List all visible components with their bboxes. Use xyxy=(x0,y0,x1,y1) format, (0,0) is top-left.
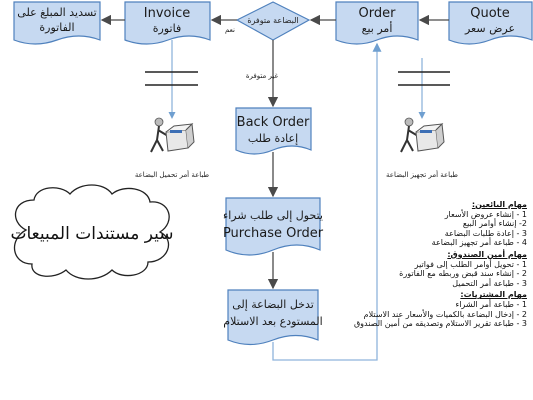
payment-document: تسديد المبلغ على الفاتورة xyxy=(13,1,101,45)
order-document: Order أمر بيع xyxy=(335,1,419,45)
sales-task-item: 1 - إنشاء عروض الأسعار xyxy=(444,209,527,219)
loading-order-caption: طباعة أمر تحميل البضاعة xyxy=(135,170,210,179)
decision-label: البضاعة متوفرة xyxy=(247,16,298,25)
preparing-order-caption: طباعة أمر تجهيز البضاعة xyxy=(386,170,458,179)
purchase-order-en-label: Purchase Order xyxy=(223,226,324,241)
cashier-tasks-group: مهام أمين الصندوق: 1 - تحويل أوامر الطلب… xyxy=(322,250,527,288)
role-tasks-notes: مهام البائعين: 1 - إنشاء عروض الأسعار 2-… xyxy=(322,199,527,331)
cashier-tasks-heading: مهام أمين الصندوق: xyxy=(447,249,527,259)
purchasing-task-item: 3 - طباعة تقرير الاستلام وتصديقه من أمين… xyxy=(353,319,527,329)
receive-to-order-feedback-line xyxy=(272,42,382,361)
purchasing-tasks-heading: مهام المشتريات: xyxy=(460,290,527,300)
order-ar-label: أمر بيع xyxy=(362,21,393,35)
purchasing-task-item: 1 - طباعة أمر الشراء xyxy=(455,299,527,309)
sales-task-item: 4 - طباعة أمر تجهيز البضاعة xyxy=(431,238,527,248)
worker-loading-icon xyxy=(150,117,195,153)
order-en-label: Order xyxy=(359,6,397,21)
cashier-task-item: 3 - طباعة أمر التحميل xyxy=(452,278,527,288)
back-order-en-label: Back Order xyxy=(237,115,310,130)
cashier-task-item: 2 - إنشاء سند قبض وربطه مع الفاتورة xyxy=(399,269,527,279)
cashier-task-item: 1 - تحويل أوامر الطلب إلى فواتير xyxy=(414,259,527,269)
sales-tasks-group: مهام البائعين: 1 - إنشاء عروض الأسعار 2-… xyxy=(322,200,527,248)
back-order-document: Back Order إعادة طلب xyxy=(235,107,312,155)
sales-tasks-heading: مهام البائعين: xyxy=(471,200,527,209)
not-available-label: غير متوفرة xyxy=(246,72,279,80)
right-print-marker xyxy=(398,58,450,119)
payment-line1: تسديد المبلغ على xyxy=(17,6,96,19)
sales-task-item: 2- إنشاء أوامر البيع xyxy=(462,219,527,229)
receive-goods-document: تدخل البضاعة إلى المستودع بعد الاستلام xyxy=(223,289,323,346)
availability-decision: البضاعة متوفرة xyxy=(235,1,311,41)
worker-preparing-icon xyxy=(400,117,445,153)
back-order-ar-label: إعادة طلب xyxy=(248,132,298,145)
title-cloud: سير مستندات المبيعات xyxy=(10,184,174,280)
invoice-en-label: Invoice xyxy=(144,6,190,21)
purchase-order-ar-label: يتحول إلى طلب شراء xyxy=(223,209,323,222)
sales-task-item: 3 - إعادة طلبات البضاعة xyxy=(444,228,527,238)
purchase-order-document: يتحول إلى طلب شراء Purchase Order xyxy=(223,197,324,256)
yes-label: نعم xyxy=(225,26,235,34)
payment-line2: الفاتورة xyxy=(39,21,74,34)
quote-ar-label: عرض سعر xyxy=(464,22,515,35)
invoice-ar-label: فاتورة xyxy=(153,22,181,35)
purchasing-tasks-group: مهام المشتريات: 1 - طباعة أمر الشراء 2 -… xyxy=(322,290,527,328)
quote-document: Quote عرض سعر xyxy=(448,1,533,45)
left-print-marker xyxy=(145,40,198,119)
quote-en-label: Quote xyxy=(470,6,510,21)
cloud-title: سير مستندات المبيعات xyxy=(10,224,173,244)
invoice-document: Invoice فاتورة xyxy=(124,1,211,45)
purchasing-task-item: 2 - إدخال البضاعة بالكميات والأسعار عند … xyxy=(363,309,527,319)
receive-line1: تدخل البضاعة إلى xyxy=(232,298,314,311)
receive-line2: المستودع بعد الاستلام xyxy=(223,315,322,328)
